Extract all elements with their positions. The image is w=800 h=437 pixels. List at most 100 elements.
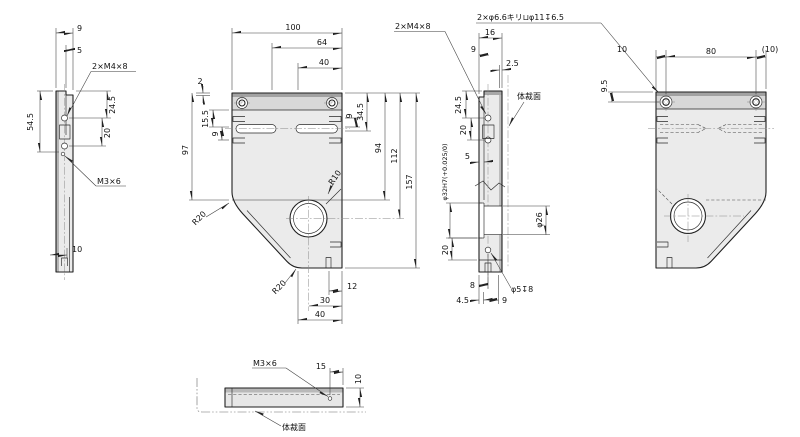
slot — [295, 124, 338, 134]
dim-97: 97 — [181, 145, 190, 155]
view-bottom: 15 10 M3×6 体裁面 — [196, 359, 366, 432]
front-chamfer-inner — [246, 210, 291, 259]
dim-notch-width: 5 — [77, 46, 82, 55]
dim-40b: 40 — [315, 310, 325, 319]
label-finished-face: 体裁面 — [282, 422, 306, 432]
dim-edge-10: 10 — [617, 45, 627, 54]
m4-hole-icon — [484, 114, 492, 122]
recess-edge — [325, 188, 342, 205]
side-tap-mark — [232, 116, 245, 122]
bottom-top-shade — [225, 388, 343, 393]
side-tap-mark — [329, 116, 342, 122]
side-center-top-shade — [484, 91, 502, 95]
hidden-slot — [660, 124, 707, 133]
label-side-tap: M3×6 — [253, 359, 277, 368]
side-left-shade — [56, 91, 59, 272]
label-drill-note: φ5↧8 — [511, 285, 533, 294]
back-top-band — [656, 96, 766, 109]
dim-15-5: 15.5 — [201, 110, 210, 128]
dim-34-5: 34.5 — [356, 103, 365, 121]
side-tap-mark — [232, 137, 245, 144]
m3-hole-icon — [60, 151, 66, 157]
dim-8: 8 — [470, 281, 475, 290]
dim-hole-pitch: 20 — [103, 128, 112, 138]
dim-9: 9 — [471, 45, 476, 54]
m4-hole-icon — [61, 114, 68, 122]
dim-9-right: 9 — [345, 113, 354, 118]
dim-9-5: 9.5 — [600, 80, 609, 93]
dim-4-5: 4.5 — [456, 296, 469, 305]
dim-9b: 9 — [502, 296, 507, 305]
drill-hole-icon — [484, 246, 492, 254]
view-front: 100 64 40 2 15.5 9 97 9 34.5 94 112 — [181, 23, 420, 324]
recess — [59, 124, 71, 140]
dim-thickness-10: 10 — [354, 374, 363, 384]
dim-top-width: 9 — [77, 24, 82, 33]
m4-hole-icon — [484, 136, 492, 144]
dim-20b: 20 — [441, 245, 450, 255]
label-r20-lower: R20 — [270, 278, 288, 296]
mating-part-phantom — [196, 378, 366, 413]
bottom-outline — [224, 387, 344, 408]
dim-24-5: 24.5 — [454, 96, 463, 114]
side-tap-mark — [656, 137, 668, 144]
dim-pitch-80: 80 — [706, 47, 716, 56]
front-top-band — [232, 97, 342, 110]
dim-bottom-step: 10 — [72, 245, 82, 254]
side-tap-mark — [329, 137, 342, 144]
bottom-tap-mark — [666, 257, 673, 268]
dim-5: 5 — [465, 152, 470, 161]
label-counterbore-note: 2×φ6.6キリ⊔φ11↧6.5 — [477, 13, 564, 22]
dim-16: 16 — [485, 28, 495, 37]
view-side-left: 9 5 54.5 24.5 20 10 2×M4×8 M3×6 — [26, 24, 136, 280]
view-back: 10 80 (10) 9.5 — [600, 45, 778, 269]
dim-2: 2 — [197, 77, 202, 86]
dim-ref-10: (10) — [762, 45, 778, 54]
m3-hole-icon — [327, 396, 333, 401]
dim-26: φ26 — [535, 212, 544, 227]
recess — [482, 124, 495, 139]
dim-157: 157 — [405, 174, 414, 189]
dim-hole-offset: 24.5 — [108, 96, 117, 114]
back-face — [656, 92, 766, 268]
side-center-shade — [499, 91, 502, 272]
dim-height: 54.5 — [26, 113, 35, 131]
m4-hole-icon — [61, 142, 68, 150]
front-outline — [231, 92, 343, 269]
label-r20-upper: R20 — [190, 209, 208, 227]
back-chamfer-inner — [707, 210, 752, 259]
bottom-tap-mark — [325, 257, 332, 268]
dim-30: 30 — [320, 296, 330, 305]
dim-2-5: 2.5 — [506, 59, 519, 68]
label-finished-face: 体裁面 — [517, 91, 541, 101]
side-tap-mark — [754, 137, 766, 144]
dim-112: 112 — [390, 148, 399, 163]
front-face — [232, 93, 342, 268]
dim-20: 20 — [459, 125, 468, 135]
label-side-tap: M3×6 — [97, 177, 121, 186]
front-top-shade — [232, 93, 342, 97]
side-left-outline — [55, 90, 74, 273]
dim-40: 40 — [319, 58, 329, 67]
dim-12: 12 — [347, 282, 357, 291]
dim-94: 94 — [374, 143, 383, 153]
break-line — [474, 180, 506, 191]
dim-9-left: 9 — [211, 131, 220, 136]
view-side-center: 16 9 2.5 24.5 20 5 φ32H7(+0.025/0) φ26 2… — [394, 13, 660, 305]
dim-15: 15 — [316, 362, 326, 371]
bottom-face — [225, 388, 343, 407]
side-tap-mark — [657, 241, 669, 248]
label-tap-holes: 2×M4×8 — [395, 22, 431, 31]
back-top-shade — [656, 92, 766, 96]
dim-64: 64 — [317, 38, 327, 47]
dim-width: 100 — [285, 23, 300, 32]
bottom-tap-mark — [61, 257, 68, 266]
label-tap-holes: 2×M4×8 — [92, 62, 128, 71]
side-tap-mark — [656, 116, 668, 122]
side-tap-mark — [330, 241, 342, 248]
side-tap-mark — [754, 116, 766, 122]
back-outline — [655, 91, 767, 269]
dim-bore: φ32H7(+0.025/0) — [441, 143, 449, 200]
